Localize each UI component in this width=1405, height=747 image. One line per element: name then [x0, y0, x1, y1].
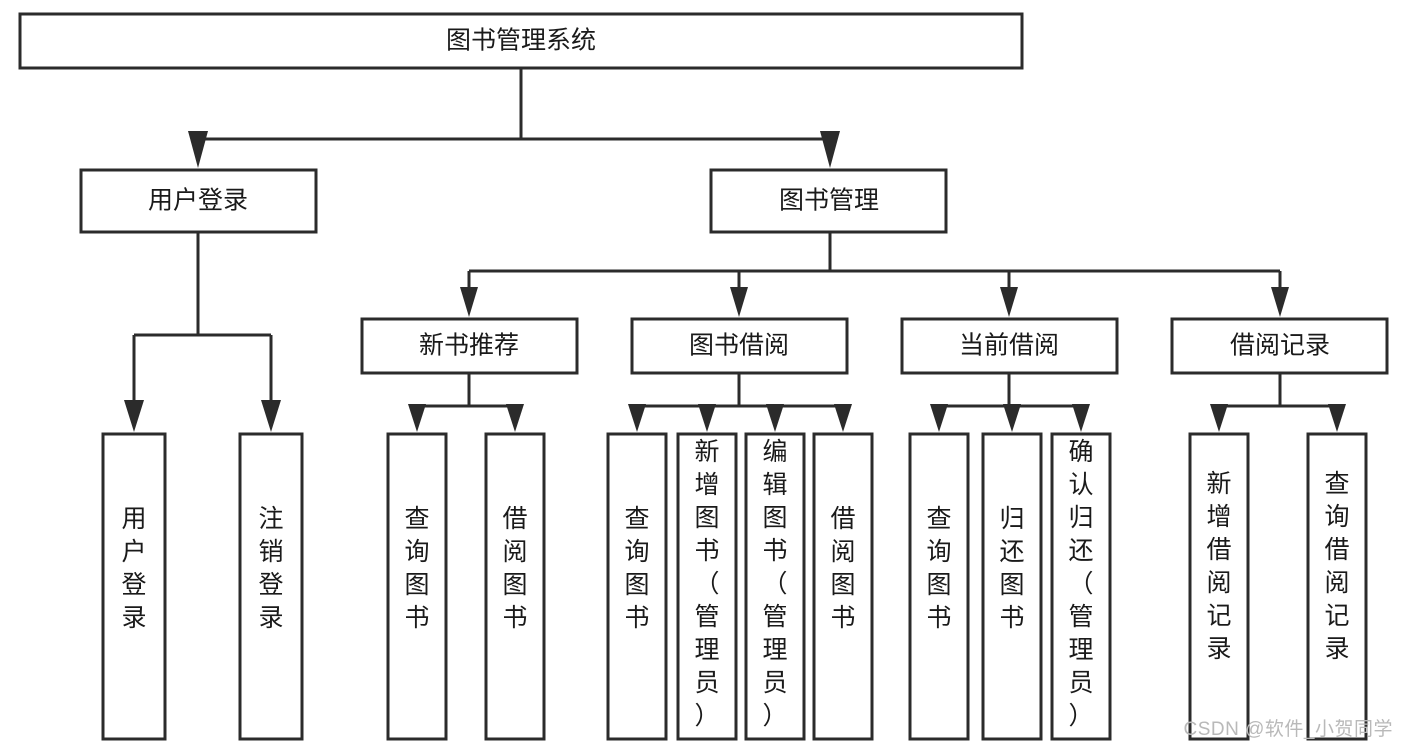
node-new-book-recommend[interactable]: 新书推荐: [360, 317, 579, 375]
arrow-icon-record-leaf-2: [1328, 404, 1346, 432]
leaf-return-book-box[interactable]: [981, 432, 1043, 741]
node-book-management-box[interactable]: [709, 168, 948, 234]
leaf-user-login-box[interactable]: [101, 432, 167, 741]
arrow-icon-current-leaf-2: [1003, 404, 1021, 432]
leaf-add-book-admin-label: 新增图书（管理员）: [694, 438, 719, 730]
node-book-borrow-box[interactable]: [630, 317, 849, 375]
arrow-icon-user-login-leaf-2: [261, 400, 281, 432]
node-book-management[interactable]: 图书管理: [709, 168, 948, 234]
arrow-icon-borrow-leaf-4: [834, 404, 852, 432]
arrow-icon-book-mgmt-new-book: [460, 287, 478, 317]
leaf-user-login-label: 用户登录: [121, 505, 146, 632]
leaf-borrow-book-newbook[interactable]: 借阅图书: [484, 432, 546, 741]
node-new-book-recommend-label: 新书推荐: [419, 332, 519, 360]
leaf-borrow-book[interactable]: 借阅图书: [812, 432, 874, 741]
leaf-logout[interactable]: 注销登录: [238, 432, 304, 741]
arrow-icon-borrow-leaf-1: [628, 404, 646, 432]
node-user-login[interactable]: 用户登录: [79, 168, 318, 234]
node-borrow-record[interactable]: 借阅记录: [1170, 317, 1389, 375]
leaf-edit-book-admin-box[interactable]: [744, 432, 806, 741]
leaf-add-book-admin-box[interactable]: [676, 432, 738, 741]
arrow-icon-record-leaf-1: [1210, 404, 1228, 432]
arrow-icon-current-leaf-3: [1072, 404, 1090, 432]
arrow-icon-root-book-mgmt: [820, 131, 840, 168]
leaf-query-book-newbook[interactable]: 查询图书: [386, 432, 448, 741]
node-user-login-label: 用户登录: [148, 187, 248, 215]
arrowhead-group: [124, 131, 1346, 432]
node-current-borrow-box[interactable]: [900, 317, 1119, 375]
leaf-query-book-current[interactable]: 查询图书: [908, 432, 970, 741]
leaf-return-book[interactable]: 归还图书: [981, 432, 1043, 741]
leaf-add-book-admin[interactable]: 新增图书（管理员）: [676, 432, 738, 741]
arrow-icon-borrow-leaf-3: [766, 404, 784, 432]
leaf-query-book-borrow-label: 查询图书: [624, 505, 649, 632]
arrow-icon-book-mgmt-borrow: [730, 287, 748, 317]
arrow-icon-book-mgmt-current: [1000, 287, 1018, 317]
leaf-user-login[interactable]: 用户登录: [101, 432, 167, 741]
arrow-icon-borrow-leaf-2: [698, 404, 716, 432]
leaf-query-book-newbook-box[interactable]: [386, 432, 448, 741]
arrow-icon-new-book-leaf-2: [506, 404, 524, 432]
node-user-login-box[interactable]: [79, 168, 318, 234]
csdn-watermark: CSDN @软件_小贺同学: [1183, 719, 1393, 740]
leaf-return-book-label: 归还图书: [999, 505, 1024, 632]
arrow-icon-root-user-login: [188, 131, 208, 168]
node-borrow-record-box[interactable]: [1170, 317, 1389, 375]
leaf-add-borrow-record[interactable]: 新增借阅记录: [1188, 432, 1250, 741]
node-book-borrow[interactable]: 图书借阅: [630, 317, 849, 375]
arrow-icon-new-book-leaf-1: [408, 404, 426, 432]
leaf-borrow-book-label: 借阅图书: [830, 505, 855, 632]
leaf-borrow-book-newbook-box[interactable]: [484, 432, 546, 741]
node-book-management-label: 图书管理: [779, 187, 879, 215]
leaf-edit-book-admin-label: 编辑图书（管理员）: [762, 438, 787, 730]
leaf-add-borrow-record-label: 新增借阅记录: [1206, 470, 1231, 663]
leaf-query-borrow-record-label: 查询借阅记录: [1324, 470, 1349, 663]
node-book-borrow-label: 图书借阅: [689, 332, 789, 360]
node-root-system-box[interactable]: [18, 12, 1024, 70]
arrow-icon-book-mgmt-record: [1271, 287, 1289, 317]
leaf-edit-book-admin[interactable]: 编辑图书（管理员）: [744, 432, 806, 741]
node-new-book-recommend-box[interactable]: [360, 317, 579, 375]
leaf-query-borrow-record-box[interactable]: [1306, 432, 1368, 741]
leaf-borrow-book-box[interactable]: [812, 432, 874, 741]
leaf-query-borrow-record[interactable]: 查询借阅记录: [1306, 432, 1368, 741]
leaf-query-book-current-box[interactable]: [908, 432, 970, 741]
leaf-confirm-return-admin-box[interactable]: [1050, 432, 1112, 741]
leaf-borrow-book-newbook-label: 借阅图书: [502, 505, 527, 632]
arrow-icon-current-leaf-1: [930, 404, 948, 432]
leaf-query-book-borrow-box[interactable]: [606, 432, 668, 741]
leaf-confirm-return-admin[interactable]: 确认归还（管理员）: [1050, 432, 1112, 741]
leaf-logout-box[interactable]: [238, 432, 304, 741]
node-current-borrow-label: 当前借阅: [959, 332, 1059, 360]
leaf-query-book-current-label: 查询图书: [926, 505, 951, 632]
leaf-logout-label: 注销登录: [258, 505, 283, 632]
leaf-add-borrow-record-box[interactable]: [1188, 432, 1250, 741]
node-root-system[interactable]: 图书管理系统: [18, 12, 1024, 70]
node-borrow-record-label: 借阅记录: [1230, 332, 1330, 360]
node-root-system-label: 图书管理系统: [446, 27, 596, 55]
node-current-borrow[interactable]: 当前借阅: [900, 317, 1119, 375]
arrow-icon-user-login-leaf-1: [124, 400, 144, 432]
leaf-confirm-return-admin-label: 确认归还（管理员）: [1068, 438, 1093, 730]
leaf-query-book-borrow[interactable]: 查询图书: [606, 432, 668, 741]
leaf-query-book-newbook-label: 查询图书: [404, 505, 429, 632]
